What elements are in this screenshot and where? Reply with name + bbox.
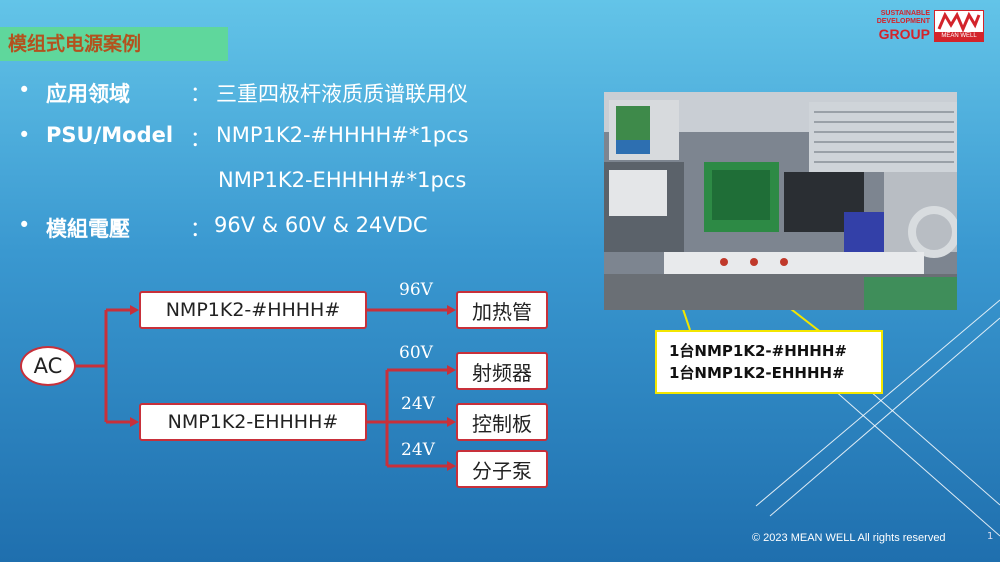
output-box-rf: 射频器	[456, 352, 548, 390]
bullet-label: 模組電壓	[46, 217, 130, 241]
mw-brand-caption: MEAN WELL	[935, 32, 983, 41]
page-number: 1	[987, 531, 994, 542]
equipment-photo-illustration	[604, 92, 957, 310]
mw-logo-icon	[937, 11, 981, 33]
bullet-value-second: NMP1K2-EHHHH#*1pcs	[218, 168, 467, 192]
voltage-label: 60V	[399, 343, 433, 363]
arrow-heads	[130, 305, 456, 471]
ac-source-node: AC	[20, 346, 76, 386]
diagram-connectors	[76, 308, 448, 468]
equipment-photo	[604, 92, 957, 310]
bullet-label: 应用领域	[46, 82, 130, 106]
bullet-colon: ：	[190, 82, 211, 106]
callout-line: 1台NMP1K2-#HHHH#	[669, 342, 847, 360]
output-box-molecular-pump: 分子泵	[456, 450, 548, 488]
model-box-ehhhh: NMP1K2-EHHHH#	[139, 403, 367, 441]
callout-box: 1台NMP1K2-#HHHH# 1台NMP1K2-EHHHH#	[655, 330, 883, 394]
sdg-group-text: GROUP	[878, 26, 930, 42]
bullet-dot: •	[18, 123, 31, 147]
voltage-label: 24V	[401, 394, 435, 414]
bullet-value: 三重四极杆液质质谱联用仪	[216, 82, 468, 106]
output-box-heater: 加热管	[456, 291, 548, 329]
output-box-control-board: 控制板	[456, 403, 548, 441]
model-box-hhhh: NMP1K2-#HHHH#	[139, 291, 367, 329]
slide-title: 模组式电源案例	[0, 27, 228, 61]
voltage-label: 96V	[399, 280, 433, 300]
bullet-dot: •	[18, 213, 31, 237]
copyright-footer: © 2023 MEAN WELL All rights reserved	[752, 532, 946, 544]
mean-well-logo: SUSTAINABLE DEVELOPMENT GROUP MEAN WELL	[868, 10, 988, 44]
voltage-label: 24V	[401, 440, 435, 460]
mw-brand-mark: MEAN WELL	[934, 10, 984, 42]
bullet-value: NMP1K2-#HHHH#*1pcs	[216, 123, 469, 147]
bullet-value: 96V & 60V & 24VDC	[214, 213, 428, 237]
bullet-colon: ：	[190, 127, 211, 151]
sdg-logo-text: SUSTAINABLE DEVELOPMENT	[876, 10, 930, 25]
bullet-dot: •	[18, 78, 31, 102]
bullet-label: PSU/Model	[46, 123, 174, 147]
callout-line: 1台NMP1K2-EHHHH#	[669, 364, 845, 382]
bullet-colon: ：	[190, 217, 211, 241]
